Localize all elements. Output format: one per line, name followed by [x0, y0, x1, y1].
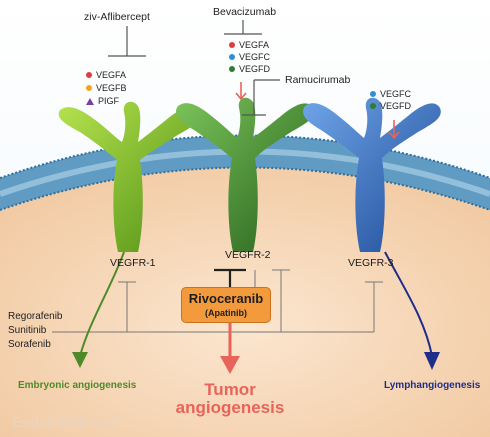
- ligand-binding-arrows: [235, 82, 400, 140]
- rivoceranib-name: Rivoceranib: [188, 291, 264, 306]
- ligand-inhibition-lines: [108, 20, 280, 116]
- ramucirumab-label: Ramucirumab: [285, 74, 351, 86]
- tumor-arrow-head: [220, 356, 240, 374]
- ligand-pigf: PIGF: [86, 96, 119, 106]
- embryonic-arrow-head: [72, 352, 88, 368]
- ligand-vegfa-bev: VEGFA: [229, 40, 269, 50]
- pigf-triangle-icon: [86, 97, 94, 105]
- vegfr3-label: VEGFR-3: [348, 257, 394, 269]
- vegfr3-receptor: [302, 97, 441, 252]
- vegfd-dot-icon: [370, 103, 376, 109]
- vegfc-dot-icon: [370, 91, 376, 97]
- ziv-aflibercept-label: ziv-Aflibercept: [84, 11, 150, 23]
- ligand-vegfd-bev: VEGFD: [229, 64, 270, 74]
- endothelial-cell-label: Endothelial Cell: [12, 414, 117, 431]
- tumor-angiogenesis-label: Tumor angiogenesis: [175, 380, 285, 417]
- ligand-vegfd-r3: VEGFD: [370, 101, 411, 111]
- tki-regorafenib: Regorafenib: [8, 311, 63, 322]
- tki-sunitinib: Sunitinib: [8, 325, 47, 336]
- ligand-vegfa: VEGFA: [86, 70, 126, 80]
- vegfb-dot-icon: [86, 85, 92, 91]
- rivoceranib-alias: (Apatinib): [205, 308, 247, 318]
- vegfr1-label: VEGFR-1: [110, 257, 156, 269]
- lymph-arrow-line: [384, 251, 433, 357]
- vegfr2-receptor: [175, 97, 314, 252]
- ligand-vegfb: VEGFB: [86, 83, 127, 93]
- ligand-vegfc-bev: VEGFC: [229, 52, 270, 62]
- embryonic-angiogenesis-label: Embryonic angiogenesis: [18, 380, 137, 391]
- lymphangiogenesis-label: Lymphangiogenesis: [384, 380, 481, 391]
- vegfa-dot-icon: [86, 72, 92, 78]
- vegfc-dot-icon: [229, 54, 235, 60]
- rivoceranib-box: Rivoceranib (Apatinib): [181, 287, 271, 323]
- bevacizumab-label: Bevacizumab: [213, 6, 277, 18]
- vegfr1-receptor: [58, 101, 199, 252]
- rivoceranib-inhibition: [214, 268, 246, 287]
- vegfr2-label: VEGFR-2: [225, 249, 271, 261]
- tki-sorafenib: Sorafenib: [8, 339, 51, 350]
- vegfa-dot-icon: [229, 42, 235, 48]
- tki-inhibition-lines: [52, 269, 383, 333]
- vegfd-dot-icon: [229, 66, 235, 72]
- lymph-arrow-head: [424, 352, 440, 370]
- embryonic-arrow-line: [79, 251, 125, 357]
- ligand-vegfc-r3: VEGFC: [370, 89, 411, 99]
